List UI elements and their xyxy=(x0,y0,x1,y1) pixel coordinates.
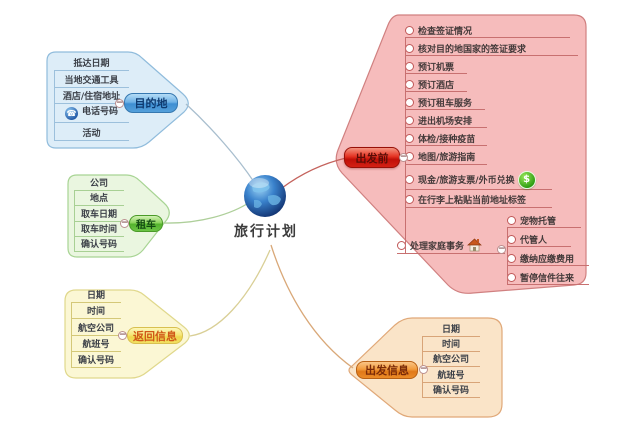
before-departure-item-label: 在行李上粘贴当前地址标签 xyxy=(418,196,527,206)
family-sub-item-label: 宠物托管 xyxy=(520,216,557,227)
before-departure-item[interactable]: 现金/旅游支票/外币兑换 $ xyxy=(405,170,552,190)
circle-bullet-icon xyxy=(405,133,414,143)
family-sub-items-connector xyxy=(507,228,508,285)
circle-bullet-icon xyxy=(507,215,516,225)
family-sub-item[interactable]: 代管人 xyxy=(507,233,571,247)
departure-info-node[interactable]: 出发信息 xyxy=(356,361,418,379)
money-icon: $ xyxy=(517,170,536,189)
car-rental-collapse-button[interactable]: − xyxy=(120,218,129,228)
circle-bullet-icon xyxy=(507,253,516,263)
before-departure-item[interactable]: 预订酒店 xyxy=(405,78,467,92)
family-sub-item[interactable]: 宠物托管 xyxy=(507,214,581,228)
departure-info-item[interactable]: 航空公司 xyxy=(422,352,480,367)
circle-bullet-icon xyxy=(405,43,414,53)
before-departure-collapse-button[interactable]: − xyxy=(399,152,408,162)
car-rental-node[interactable]: 租车 xyxy=(129,215,163,232)
destination-item[interactable]: 活动 xyxy=(54,123,129,141)
before-departure-connector xyxy=(281,157,347,189)
circle-bullet-icon xyxy=(405,115,414,125)
circle-bullet-icon xyxy=(405,195,414,204)
circle-bullet-icon xyxy=(507,272,516,282)
return-info-node[interactable]: 返回信息 xyxy=(127,327,183,344)
before-departure-item[interactable]: 进出机场安排 xyxy=(405,114,487,128)
before-departure-item-label: 预订酒店 xyxy=(418,80,455,91)
destination-item-label: 电话号码 xyxy=(81,107,118,118)
before-departure-item-label: 现金/旅游支票/外币兑换 xyxy=(418,176,515,186)
destination-item[interactable]: 酒店/住宿地址 xyxy=(54,88,129,104)
car-rental-connector xyxy=(162,201,251,224)
house-icon xyxy=(467,238,482,252)
destination-item[interactable]: 抵达日期 xyxy=(54,55,129,71)
destination-items-connector xyxy=(54,71,55,141)
family-sub-item[interactable]: 缴纳应缴费用 xyxy=(507,252,589,266)
phone-icon: ☎ xyxy=(64,106,78,120)
globe-icon xyxy=(244,175,286,217)
before-departure-item-label: 检查签证情况 xyxy=(418,26,473,37)
before-departure-item[interactable]: 体检/接种疫苗 xyxy=(405,132,487,146)
before-departure-item[interactable]: 预订机票 xyxy=(405,60,467,74)
destination-collapse-button[interactable]: − xyxy=(115,98,124,108)
circle-bullet-icon xyxy=(405,61,414,71)
return-info-item[interactable]: 航班号 xyxy=(71,336,121,352)
car-rental-item[interactable]: 取车日期 xyxy=(74,206,124,222)
destination-item[interactable]: ☎ 电话号码 xyxy=(54,104,129,123)
family-sub-item[interactable]: 暂停信件往来 xyxy=(507,271,589,285)
destination-connector xyxy=(185,103,255,183)
return-info-connector xyxy=(189,249,271,337)
departure-info-item[interactable]: 航班号 xyxy=(422,367,480,383)
car-rental-item[interactable]: 确认号码 xyxy=(74,237,124,252)
destination-item[interactable]: 当地交通工具 xyxy=(54,71,129,88)
departure-info-item[interactable]: 时间 xyxy=(422,337,480,352)
before-departure-item[interactable]: 地图/旅游指南 xyxy=(405,150,487,165)
before-departure-item-label: 进出机场安排 xyxy=(418,116,473,127)
departure-info-collapse-button[interactable]: − xyxy=(419,364,428,374)
circle-bullet-icon xyxy=(405,79,414,89)
before-departure-item-label: 预订机票 xyxy=(418,62,455,73)
departure-info-item[interactable]: 日期 xyxy=(422,322,480,337)
car-rental-item[interactable]: 取车时间 xyxy=(74,222,124,237)
circle-bullet-icon xyxy=(507,234,516,244)
circle-bullet-icon xyxy=(405,97,414,107)
car-rental-item[interactable]: 地点 xyxy=(74,191,124,206)
return-info-collapse-button[interactable]: − xyxy=(118,330,127,340)
car-rental-items-connector xyxy=(74,191,75,252)
departure-info-item[interactable]: 确认号码 xyxy=(422,383,480,398)
before-departure-node[interactable]: 出发前 xyxy=(344,147,400,168)
circle-bullet-icon xyxy=(405,175,414,184)
return-info-item[interactable]: 时间 xyxy=(71,303,121,319)
before-departure-item-label: 体检/接种疫苗 xyxy=(418,134,476,145)
before-departure-items-connector xyxy=(405,38,406,253)
family-sub-item-label: 代管人 xyxy=(520,235,548,246)
before-departure-item-label: 核对目的地国家的签证要求 xyxy=(418,44,527,55)
return-info-item[interactable]: 日期 xyxy=(71,287,121,303)
car-rental-item[interactable]: 公司 xyxy=(74,176,124,191)
before-departure-region xyxy=(335,14,587,294)
family-sub-item-label: 暂停信件往来 xyxy=(520,273,575,284)
family-affairs-item[interactable]: 处理家庭事务 xyxy=(397,238,505,254)
destination-node[interactable]: 目的地 xyxy=(124,93,178,113)
family-affairs-collapse-button[interactable]: − xyxy=(497,244,506,254)
central-topic[interactable]: 旅行计划 xyxy=(234,224,298,240)
return-info-item[interactable]: 确认号码 xyxy=(71,352,121,368)
before-departure-item[interactable]: 检查签证情况 xyxy=(405,24,570,38)
before-departure-item-label: 预订租车服务 xyxy=(418,98,473,109)
return-info-item[interactable]: 航空公司 xyxy=(71,319,121,336)
before-departure-item[interactable]: 核对目的地国家的签证要求 xyxy=(405,42,578,56)
before-departure-item[interactable]: 在行李上粘贴当前地址标签 xyxy=(405,193,552,208)
return-info-items-connector xyxy=(71,303,72,368)
before-departure-item-label: 地图/旅游指南 xyxy=(418,153,476,163)
family-sub-item-label: 缴纳应缴费用 xyxy=(520,254,575,265)
before-departure-item[interactable]: 预订租车服务 xyxy=(405,96,485,110)
departure-info-connector xyxy=(270,244,354,369)
family-affairs-label: 处理家庭事务 xyxy=(410,241,465,252)
circle-bullet-icon xyxy=(405,25,414,35)
